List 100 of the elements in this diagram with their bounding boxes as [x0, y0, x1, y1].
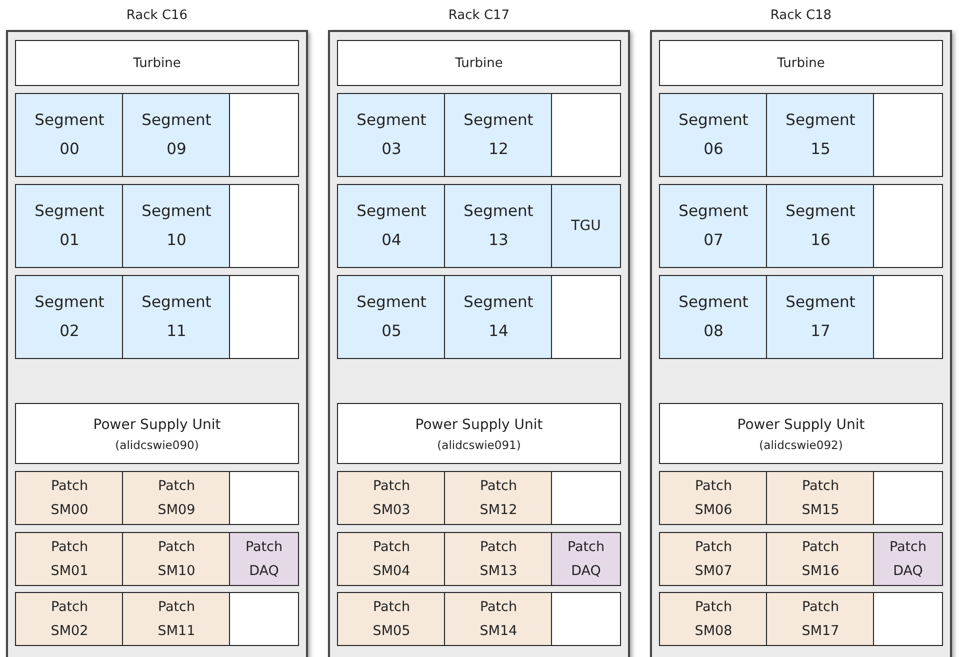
- box-label: Patch SM14: [478, 598, 518, 641]
- segment-box: [659, 275, 768, 359]
- host-name: (alidcswie090): [115, 436, 199, 454]
- empty-slot: [229, 184, 299, 268]
- box-label: Patch SM11: [156, 598, 196, 641]
- host-name: (alidcswie092): [759, 436, 843, 454]
- box-label: Patch SM15: [800, 477, 840, 520]
- turbine-box: [15, 40, 299, 86]
- box-label: Power Supply Unit: [93, 416, 221, 434]
- box-label: Segment 07: [678, 201, 750, 251]
- box-label: TGU: [571, 216, 601, 236]
- patch-panel-box: [766, 532, 875, 586]
- box-label: Patch SM02: [50, 598, 90, 641]
- box-label: Segment 09: [140, 110, 212, 160]
- box-label: Patch SM03: [372, 477, 412, 520]
- box-label: Patch SM16: [800, 538, 840, 581]
- power-supply-box: [337, 403, 621, 464]
- box-label: Turbine: [455, 54, 503, 72]
- box-label: Patch SM07: [694, 538, 734, 581]
- box-label: Segment 03: [356, 110, 428, 160]
- rack-title: Rack C18: [770, 8, 832, 23]
- patch-panel-box: [337, 471, 446, 525]
- box-label: Patch DAQ: [244, 538, 284, 581]
- box-label: Segment 10: [140, 201, 212, 251]
- patch-panel-box: [444, 532, 553, 586]
- box-label: Patch SM09: [156, 477, 196, 520]
- box-label: Patch SM10: [156, 538, 196, 581]
- box-label: Patch SM17: [800, 598, 840, 641]
- empty-slot: [229, 275, 299, 359]
- segment-box: [122, 184, 231, 268]
- patch-panel-box: [122, 471, 231, 525]
- box-label: Patch SM04: [372, 538, 412, 581]
- box-label: Patch SM05: [372, 598, 412, 641]
- segment-box: [15, 93, 124, 177]
- patch-panel-box: [766, 592, 875, 646]
- power-supply-box: [15, 403, 299, 464]
- segment-box: [337, 184, 446, 268]
- box-label: Patch SM13: [478, 538, 518, 581]
- segment-box: [444, 275, 553, 359]
- segment-box: [766, 93, 875, 177]
- box-label: Segment 00: [34, 110, 106, 160]
- box-label: Power Supply Unit: [415, 416, 543, 434]
- patch-panel-box: [444, 592, 553, 646]
- power-supply-box: [659, 403, 943, 464]
- patch-panel-box: [337, 532, 446, 586]
- box-label: Segment 14: [462, 292, 534, 342]
- segment-box: [122, 93, 231, 177]
- segment-box: [659, 184, 768, 268]
- box-label: Patch SM06: [694, 477, 734, 520]
- box-label: Segment 13: [462, 201, 534, 251]
- patch-panel-box: [873, 532, 943, 586]
- rack-title: Rack C16: [126, 8, 188, 23]
- segment-box: [122, 275, 231, 359]
- empty-slot: [873, 184, 943, 268]
- box-label: Segment 05: [356, 292, 428, 342]
- rack-title: Rack C17: [448, 8, 510, 23]
- empty-slot: [873, 275, 943, 359]
- box-label: Segment 11: [140, 292, 212, 342]
- box-label: Patch SM01: [50, 538, 90, 581]
- patch-panel-box: [766, 471, 875, 525]
- box-label: Segment 17: [784, 292, 856, 342]
- box-label: Patch SM00: [50, 477, 90, 520]
- turbine-box: [659, 40, 943, 86]
- turbine-box: [337, 40, 621, 86]
- patch-panel-box: [444, 471, 553, 525]
- box-label: Power Supply Unit: [737, 416, 865, 434]
- box-label: Turbine: [777, 54, 825, 72]
- segment-box: [444, 93, 553, 177]
- segment-box: [337, 275, 446, 359]
- patch-panel-box: [659, 471, 768, 525]
- patch-panel-box: [15, 471, 124, 525]
- box-label: Patch DAQ: [566, 538, 606, 581]
- host-name: (alidcswie091): [437, 436, 521, 454]
- empty-slot: [551, 93, 621, 177]
- patch-panel-box: [659, 592, 768, 646]
- segment-box: [15, 184, 124, 268]
- box-label: Segment 08: [678, 292, 750, 342]
- module-box: [551, 184, 621, 268]
- patch-panel-box: [337, 592, 446, 646]
- patch-panel-box: [122, 532, 231, 586]
- box-label: Segment 12: [462, 110, 534, 160]
- box-label: Segment 15: [784, 110, 856, 160]
- patch-panel-box: [551, 532, 621, 586]
- box-label: Segment 16: [784, 201, 856, 251]
- segment-box: [766, 184, 875, 268]
- segment-box: [659, 93, 768, 177]
- box-label: Segment 01: [34, 201, 106, 251]
- segment-box: [766, 275, 875, 359]
- patch-panel-box: [229, 532, 299, 586]
- segment-box: [15, 275, 124, 359]
- box-label: Patch DAQ: [888, 538, 928, 581]
- box-label: Patch SM12: [478, 477, 518, 520]
- patch-panel-box: [122, 592, 231, 646]
- patch-panel-box: [659, 532, 768, 586]
- empty-slot: [551, 275, 621, 359]
- patch-panel-box: [15, 592, 124, 646]
- box-label: Patch SM08: [694, 598, 734, 641]
- empty-slot: [229, 93, 299, 177]
- box-label: Turbine: [133, 54, 181, 72]
- segment-box: [337, 93, 446, 177]
